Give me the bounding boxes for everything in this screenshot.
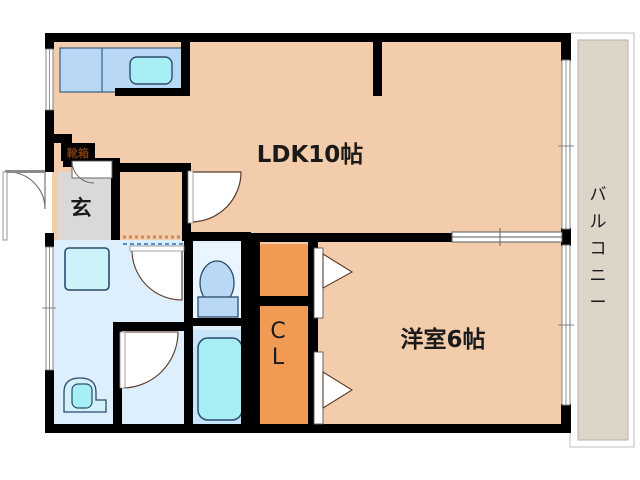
wall-toilet-bottom — [185, 318, 249, 326]
bathtub — [190, 330, 248, 426]
bath-door-swing[interactable] — [121, 331, 179, 389]
wall-hall-top — [119, 163, 191, 172]
wall-hall-right — [182, 163, 191, 241]
window-kitchen-left — [45, 48, 54, 111]
wall-kitchen-front — [115, 88, 190, 96]
wall-closet-left — [250, 240, 260, 430]
sanitary-door-swing[interactable] — [131, 249, 183, 301]
shoe-cabinet-door-panel[interactable] — [71, 160, 113, 179]
wall-top — [52, 33, 570, 42]
window-balcony-bedroom — [558, 244, 574, 406]
wall-bath-top — [120, 322, 192, 331]
sanitary-door[interactable] — [129, 245, 185, 301]
wall-ldk-stub — [373, 40, 382, 96]
wall-hall-bottom — [183, 232, 251, 241]
sanitary-door-panel[interactable] — [129, 245, 185, 252]
ldk-label: LDK10帖 — [257, 142, 364, 168]
balcony-label-char-0: バ — [590, 185, 607, 205]
bath-door-panel[interactable] — [119, 331, 126, 389]
wall-kitchen-right — [181, 42, 190, 96]
hall-to-ldk-door[interactable] — [187, 170, 242, 224]
bedroom-entry-doors[interactable] — [313, 247, 354, 425]
shoe-cabinet-label: 靴箱 — [67, 146, 89, 160]
bathtub-basin — [197, 337, 243, 421]
wall-closet-right — [308, 240, 318, 430]
windows — [42, 48, 574, 406]
wash-basin — [64, 247, 110, 291]
wall-left-bottom — [45, 370, 54, 433]
wall-left-top-stub — [45, 33, 54, 49]
laundry-sink-basin — [71, 383, 93, 409]
toilet — [192, 243, 248, 323]
sliding-partition-ldk-bedroom[interactable] — [451, 228, 563, 246]
shoe-cabinet-door-swing — [71, 160, 95, 184]
balcony-label: バ ル コ ニ ー — [590, 185, 607, 313]
window-sanitary-left — [42, 246, 56, 371]
kitchen-sink-basin — [129, 56, 173, 85]
balcony-label-char-4: ー — [590, 293, 607, 313]
wall-right-top — [561, 33, 571, 61]
window-balcony-ldk — [558, 59, 574, 230]
entrance-floor — [58, 172, 120, 240]
balcony-area — [569, 32, 635, 448]
laundry-sink — [63, 377, 107, 413]
bedroom-door-track-upper[interactable] — [313, 247, 324, 319]
wall-right-bottom — [561, 404, 571, 433]
bedroom-label: 洋室6帖 — [400, 326, 485, 353]
wash-basin-bowl — [64, 247, 110, 291]
entry-door[interactable] — [2, 170, 46, 241]
hall-door-swing[interactable] — [190, 171, 242, 223]
wall-closet-shelf — [260, 296, 308, 306]
bedroom-door-fold-upper[interactable] — [322, 253, 354, 289]
shoe-cabinet-box — [61, 143, 95, 161]
entry-door-panel[interactable] — [5, 170, 45, 173]
hall-door-panel[interactable] — [187, 170, 194, 224]
bath-door[interactable] — [119, 331, 179, 389]
entry-door-jamb — [2, 171, 8, 241]
wall-ldk-bedroom — [250, 233, 570, 242]
thresholds — [123, 235, 183, 245]
floor-fills — [52, 40, 570, 430]
closet-label-l: L — [272, 345, 285, 370]
closet-floor — [252, 244, 308, 426]
entrance-label: 玄 — [71, 196, 92, 220]
wall-entrance-step-a — [54, 134, 72, 143]
wall-bath-right — [184, 322, 193, 425]
wall-left-mid — [45, 110, 54, 172]
balcony-floor — [577, 39, 629, 441]
balcony-label-char-3: ニ — [590, 266, 607, 286]
wall-bath-left — [113, 322, 122, 425]
wall-entrance-right — [111, 158, 120, 240]
walls — [45, 33, 571, 433]
bedroom-door-track-lower[interactable] — [313, 351, 324, 425]
balcony-label-char-2: コ — [590, 239, 607, 259]
wall-toilet-left — [184, 240, 193, 324]
wall-sanitary-right — [241, 240, 251, 430]
balcony-label-char-1: ル — [590, 212, 607, 232]
wall-left-sanitary-top — [45, 233, 54, 247]
closet-label-c: C — [270, 319, 285, 344]
shoe-cabinet-door[interactable] — [71, 160, 113, 184]
toilet-tank — [197, 296, 239, 318]
kitchen-counter — [59, 47, 183, 93]
bedroom-door-fold-lower[interactable] — [322, 371, 354, 409]
doors[interactable] — [2, 160, 354, 425]
